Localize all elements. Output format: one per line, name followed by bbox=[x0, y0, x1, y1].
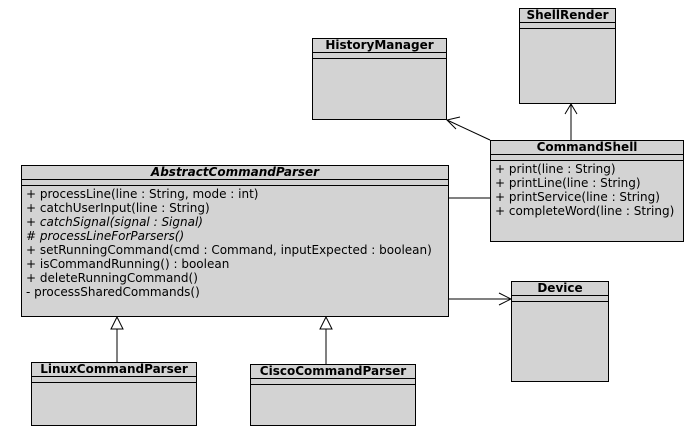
arrowhead-shellrender bbox=[564, 103, 578, 115]
arrowhead-historymanager bbox=[446, 116, 461, 130]
attributes-compartment bbox=[491, 155, 683, 161]
operation: + processLine(line : String, mode : int) bbox=[26, 187, 259, 201]
operation: + printLine(line : String) bbox=[495, 176, 641, 190]
operation: - processSharedCommands() bbox=[26, 285, 200, 299]
class-name: CiscoCommandParser bbox=[251, 365, 415, 379]
operation: + catchUserInput(line : String) bbox=[26, 201, 210, 215]
class-linux-command-parser[interactable]: LinuxCommandParser bbox=[31, 362, 197, 426]
generalization-triangle-linux bbox=[110, 315, 124, 330]
generalization-triangle-cisco bbox=[319, 315, 333, 330]
operation: + print(line : String) bbox=[495, 162, 616, 176]
class-history-manager[interactable]: HistoryManager bbox=[312, 38, 447, 120]
class-command-shell[interactable]: CommandShell + print(line : String) + pr… bbox=[490, 140, 684, 242]
class-name: CommandShell bbox=[491, 141, 683, 155]
attributes-compartment bbox=[313, 53, 446, 59]
attributes-compartment bbox=[520, 23, 615, 29]
class-name: ShellRender bbox=[520, 9, 615, 23]
class-name: AbstractCommandParser bbox=[22, 166, 448, 180]
operations-compartment: + print(line : String) + printLine(line … bbox=[491, 161, 683, 218]
class-shell-render[interactable]: ShellRender bbox=[519, 8, 616, 104]
operation: + completeWord(line : String) bbox=[495, 204, 675, 218]
operation: + printService(line : String) bbox=[495, 190, 660, 204]
operation-abstract: # processLineForParsers() bbox=[26, 229, 185, 243]
class-name: HistoryManager bbox=[313, 39, 446, 53]
class-device[interactable]: Device bbox=[511, 281, 609, 382]
association-commandshell-historymanager bbox=[446, 119, 491, 141]
attributes-compartment bbox=[512, 296, 608, 302]
class-cisco-command-parser[interactable]: CiscoCommandParser bbox=[250, 364, 416, 426]
operation: + deleteRunningCommand() bbox=[26, 271, 198, 285]
operation-abstract: + catchSignal(signal : Signal) bbox=[26, 215, 203, 229]
class-name: LinuxCommandParser bbox=[32, 363, 196, 377]
class-name: Device bbox=[512, 282, 608, 296]
attributes-compartment bbox=[251, 379, 415, 385]
attributes-compartment bbox=[22, 180, 448, 186]
operations-compartment: + processLine(line : String, mode : int)… bbox=[22, 186, 448, 299]
operation: + isCommandRunning() : boolean bbox=[26, 257, 230, 271]
class-abstract-command-parser[interactable]: AbstractCommandParser + processLine(line… bbox=[21, 165, 449, 317]
operation: + setRunningCommand(cmd : Command, input… bbox=[26, 243, 432, 257]
attributes-compartment bbox=[32, 377, 196, 383]
